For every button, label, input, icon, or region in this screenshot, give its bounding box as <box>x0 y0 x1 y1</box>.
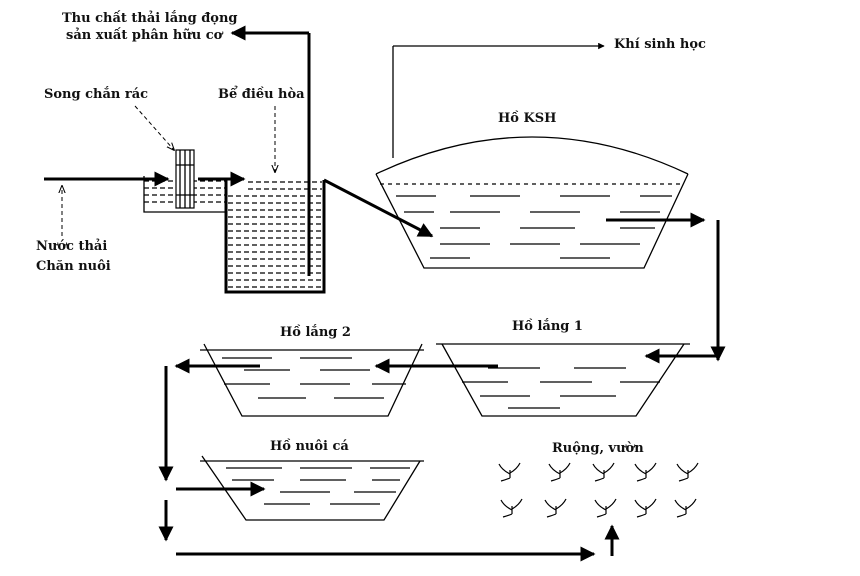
seedling-icon <box>548 462 571 482</box>
seedling-icon <box>544 498 567 518</box>
seedling-icon <box>498 462 521 482</box>
tank-to-ksh-arrow <box>323 178 434 238</box>
biogas-label: Khí sinh học <box>614 37 706 52</box>
seedling-icon <box>594 498 617 518</box>
sludge-label-line2: sản xuất phân hữu cơ <box>66 27 224 43</box>
seedling-icon <box>634 498 657 518</box>
fish-pond <box>200 455 424 521</box>
seedling-icon <box>500 498 523 518</box>
sludge-arrow <box>230 25 311 276</box>
seedling-icon <box>592 462 615 482</box>
fish-pond-label: Hồ nuôi cá <box>270 438 349 454</box>
equalization-tank <box>224 180 326 294</box>
ksh-outflow-arrow <box>606 212 726 364</box>
wastewater-label-line2: Chăn nuôi <box>36 259 111 274</box>
field-plants <box>498 462 699 518</box>
sludge-label-line1: Thu chất thải lắng đọng <box>62 10 238 26</box>
screen-label: Song chắn rác <box>44 86 148 102</box>
equalization-tank-label: Bể điều hòa <box>218 86 305 102</box>
fields-label: Ruộng, vườn <box>552 441 644 456</box>
biogas-arrow <box>392 42 605 158</box>
wastewater-label-line1: Nước thải <box>36 238 107 254</box>
settling-pond-1-label: Hồ lắng 1 <box>512 318 583 334</box>
settling-pond-1 <box>436 343 690 417</box>
settling-pond-2 <box>200 343 424 417</box>
ksh-pond-label: Hồ KSH <box>498 110 556 126</box>
seedling-icon <box>674 498 697 518</box>
settling-pond-2-label: Hồ lắng 2 <box>280 324 351 340</box>
screen-rack <box>175 149 195 209</box>
screen-pointer <box>134 105 174 150</box>
to-fields-arrow <box>158 500 620 562</box>
ksh-pond <box>375 136 689 269</box>
seedling-icon <box>634 462 657 482</box>
to-fish-pond-arrow <box>158 366 266 497</box>
seedling-icon <box>676 462 699 482</box>
